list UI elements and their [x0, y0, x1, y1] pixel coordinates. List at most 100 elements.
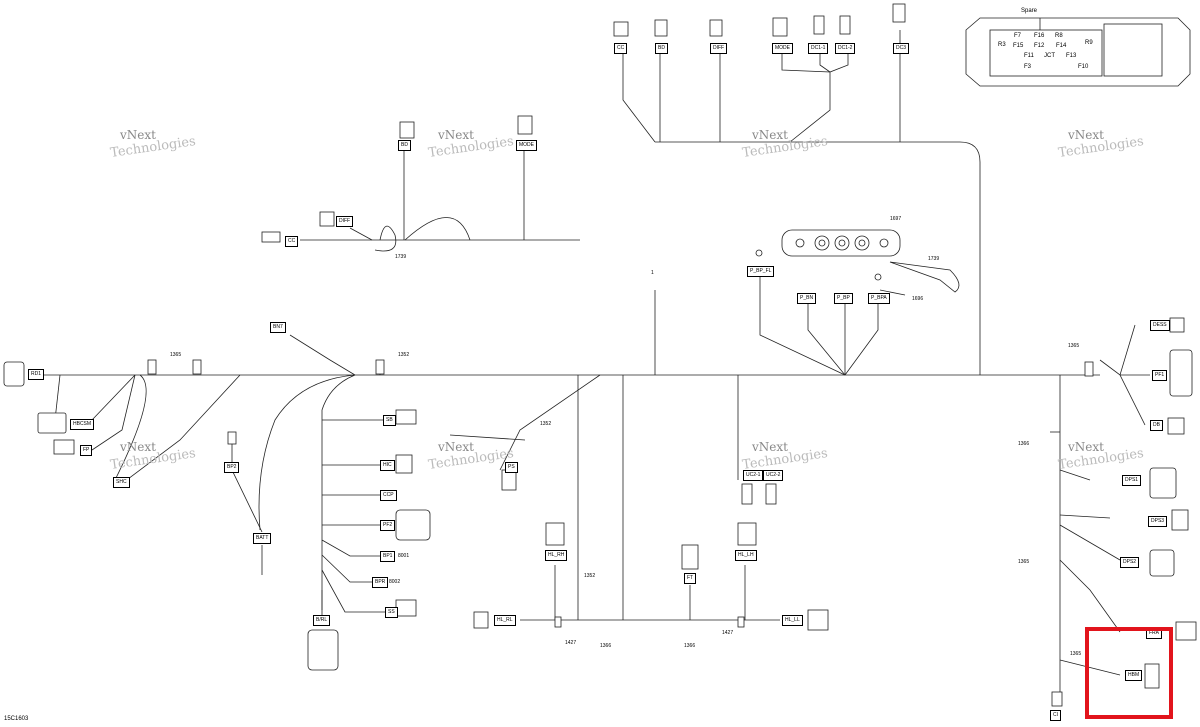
label-mode: MODE [772, 43, 793, 54]
label-shc: SHC [113, 477, 130, 488]
connector-icon [807, 609, 829, 631]
label-hl-rl: HL_RL [494, 615, 516, 626]
connector-icon [1149, 549, 1175, 577]
connector-icon [813, 15, 825, 35]
ref-1427-right: 1427 [722, 630, 734, 636]
fuse-f3: F3 [1024, 64, 1032, 70]
ref-8001: 8001 [398, 553, 410, 559]
label-dc1-1: DC1-1 [808, 43, 829, 54]
ref-1365-hbm: 1365 [1070, 651, 1082, 657]
label-batt: BATT [253, 533, 272, 544]
label-diff-top: DIFF [710, 43, 728, 54]
label-sb: SB [383, 415, 396, 426]
connector-icon [765, 483, 777, 505]
label-hbcsm: HBCSM [70, 419, 95, 430]
label-dc1-2: DC1-2 [835, 43, 856, 54]
label-p-bn: P_BN [797, 293, 817, 304]
label-p-bp: P_BP [834, 293, 853, 304]
connector-icon [1167, 417, 1185, 435]
label-cc-mid: CC [285, 236, 299, 247]
connector-icon [37, 412, 67, 434]
label-ci: CI [1050, 710, 1061, 721]
connector-icon [53, 439, 75, 455]
label-p-bpa: P_BPA [868, 293, 890, 304]
connector-icon [1084, 361, 1094, 377]
label-uc2-2: UC2-2 [763, 470, 784, 481]
label-dps1: DPS1 [1122, 475, 1142, 486]
ref-1739-right: 1739 [928, 256, 940, 262]
fuse-jct: JCT [1044, 53, 1055, 59]
fuse-f10: F10 [1078, 64, 1089, 70]
ref-1352-bottom: 1352 [584, 573, 596, 579]
ref-1352-top: 1352 [398, 352, 410, 358]
fuse-f12: F12 [1034, 43, 1045, 49]
ref-1365-lower: 1365 [1018, 559, 1030, 565]
fuse-r3: R3 [998, 42, 1006, 48]
connector-icon [501, 469, 517, 491]
label-hl-ll: HL_LL [782, 615, 803, 626]
connector-icon [319, 211, 335, 227]
ref-1366-right: 1366 [684, 643, 696, 649]
label-fp: FP [80, 445, 93, 456]
label-ss: SS [385, 607, 398, 618]
connector-icon [1175, 621, 1197, 641]
connector-icon [1144, 663, 1160, 689]
ref-1697: 1697 [890, 216, 902, 222]
label-hl-lh: HL_LH [735, 550, 757, 561]
connector-icon [395, 409, 417, 425]
fuse-f13: F13 [1066, 53, 1077, 59]
connector-icon [192, 359, 202, 375]
label-pf1: PF1 [1152, 370, 1168, 381]
connector-icon [1169, 349, 1193, 397]
label-pf2: PF2 [380, 520, 396, 531]
connector-icon [613, 21, 629, 37]
label-p-bp-fl: P_BP_FL [747, 266, 775, 277]
fuse-f14: F14 [1056, 43, 1067, 49]
label-hic: HIC [380, 460, 395, 471]
connector-icon [3, 361, 25, 387]
connector-icon [399, 121, 415, 139]
connector-icon [681, 544, 699, 570]
label-bp2: BP2 [224, 462, 240, 473]
connector-icon [654, 19, 668, 37]
label-bd-top: BD [655, 43, 668, 54]
label-ccp: CCP [380, 490, 397, 501]
label-rd1: RD1 [28, 369, 45, 380]
connector-icon [395, 509, 431, 541]
connector-icon [772, 17, 788, 37]
connector-icon [1169, 317, 1185, 333]
fuse-f7: F7 [1014, 33, 1022, 39]
ref-1365-right: 1365 [1068, 343, 1080, 349]
label-dps2: DPS2 [1120, 557, 1140, 568]
drawing-code: 15C1603 [4, 716, 29, 722]
fuse-f15: F15 [1013, 43, 1024, 49]
ref-1366-right-side: 1366 [1018, 441, 1030, 447]
connector-icon [517, 115, 533, 135]
fuse-r9: R9 [1085, 40, 1093, 46]
highlight-box [1085, 627, 1173, 719]
ref-1365-left: 1365 [170, 352, 182, 358]
label-mode-mid: MODE [516, 140, 537, 151]
connector-icon [737, 522, 757, 546]
connector-icon [307, 629, 339, 671]
label-diff-mid: DIFF [336, 216, 354, 227]
ref-1739-left: 1739 [395, 254, 407, 260]
connector-icon [892, 3, 906, 23]
connector-icon [1149, 467, 1177, 499]
ref-1427-left: 1427 [565, 640, 577, 646]
connector-icon [839, 15, 851, 35]
label-cc-top: CC [614, 43, 628, 54]
connector-icon [375, 359, 385, 375]
label-bd-mid: BD [398, 140, 411, 151]
ref-1366-left: 1366 [600, 643, 612, 649]
label-brl: B/RL [313, 615, 331, 626]
connector-icon [1051, 691, 1063, 707]
